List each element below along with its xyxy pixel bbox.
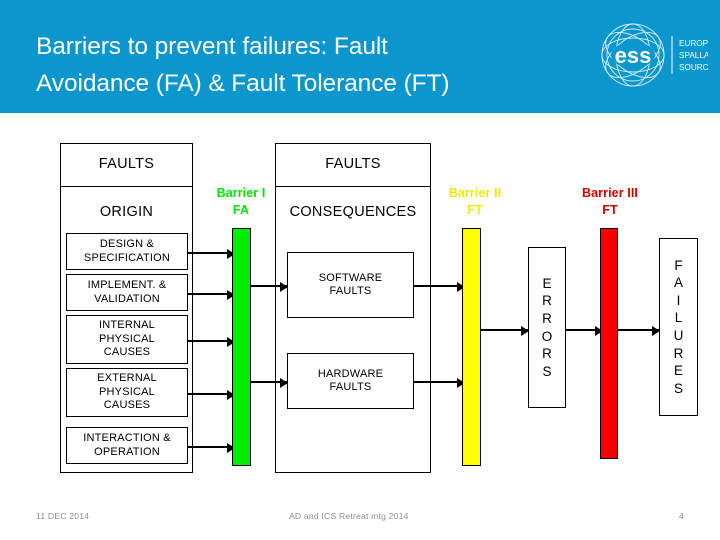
arrow-barrier-3-to-failures	[618, 326, 660, 337]
origin-item-design-specification[interactable]: DESIGN & SPECIFICATION	[66, 233, 188, 270]
page-title: Barriers to prevent failures: Fault Avoi…	[36, 33, 450, 97]
logo-line-2: SPALLATION	[679, 51, 708, 60]
failures-letter: A	[673, 275, 683, 291]
arrow-implementation-to-barrier-1	[188, 290, 235, 301]
origin-item-internal-physical-causes[interactable]: INTERNAL PHYSICAL CAUSES	[66, 315, 188, 364]
header-band	[0, 0, 720, 113]
arrow-barrier-1-to-hardware-faults	[251, 378, 288, 389]
arrow-internal-to-barrier-1	[188, 337, 235, 348]
failures-letter: S	[673, 380, 683, 396]
arrow-barrier-2-to-errors	[481, 326, 529, 337]
consequence-item-software-faults[interactable]: SOFTWARE FAULTS	[287, 252, 414, 318]
arrow-barrier-1-to-software-faults	[251, 282, 288, 293]
errors-letter: R	[542, 310, 552, 326]
errors-letter: S	[542, 363, 552, 379]
origin-item-interaction-operation[interactable]: INTERACTION & OPERATION	[66, 427, 188, 464]
arrow-hardware-faults-to-barrier-2	[414, 378, 465, 389]
faults-consequences-header: FAULTS	[325, 156, 381, 172]
barrier-1-bar[interactable]	[232, 228, 251, 466]
errors-letter: O	[541, 328, 553, 344]
consequence-item-hardware-faults[interactable]: HARDWARE FAULTS	[287, 353, 414, 409]
ess-logo-mark: ess	[615, 43, 652, 68]
faults-consequences-panel-divider	[275, 186, 431, 187]
faults-origin-panel-divider	[60, 186, 193, 187]
footer-event: AD and ICS Retreat mtg 2014	[289, 511, 409, 521]
barrier-2-label: Barrier II FT	[448, 186, 502, 217]
barrier-3-label: Barrier III FT	[582, 186, 638, 217]
faults-consequences-subheader: CONSEQUENCES	[289, 204, 417, 220]
arrow-interaction-to-barrier-1	[188, 443, 235, 454]
footer-page-number: 4	[679, 511, 684, 521]
faults-consequences-panel	[275, 143, 431, 473]
faults-origin-header: FAULTS	[98, 156, 155, 172]
faults-origin-subheader: ORIGIN	[99, 204, 154, 220]
errors-box[interactable]: E R R O R S	[528, 247, 566, 408]
arrow-design-to-barrier-1	[188, 249, 235, 260]
barrier-1-label: Barrier I FA	[216, 186, 266, 217]
failures-letter: L	[674, 310, 683, 326]
faults-origin-panel	[60, 143, 193, 473]
errors-letter: R	[542, 293, 552, 309]
origin-item-implementation-validation[interactable]: IMPLEMENT. & VALIDATION	[66, 274, 188, 311]
failures-letter: F	[674, 257, 683, 273]
failures-letter: U	[673, 328, 684, 343]
errors-letter: E	[542, 275, 552, 291]
failures-letter: I	[676, 292, 681, 308]
logo-line-3: SOURCE	[679, 63, 708, 72]
failures-letter: R	[673, 345, 684, 361]
logo-line-1: EUROPEAN	[679, 39, 708, 48]
ess-logo: ess EUROPEAN SPALLATION SOURCE	[596, 16, 708, 94]
arrow-errors-to-barrier-3	[566, 326, 603, 337]
barrier-2-bar[interactable]	[462, 228, 481, 466]
barrier-3-bar[interactable]	[600, 228, 618, 459]
footer-date: 11 DEC 2014	[36, 511, 90, 521]
origin-item-external-physical-causes[interactable]: EXTERNAL PHYSICAL CAUSES	[66, 368, 188, 417]
arrow-external-to-barrier-1	[188, 390, 235, 401]
errors-letter: R	[542, 346, 552, 362]
failures-letter: E	[673, 363, 683, 379]
failures-box[interactable]: F A I L U R E S	[659, 238, 698, 416]
arrow-software-faults-to-barrier-2	[414, 282, 465, 293]
